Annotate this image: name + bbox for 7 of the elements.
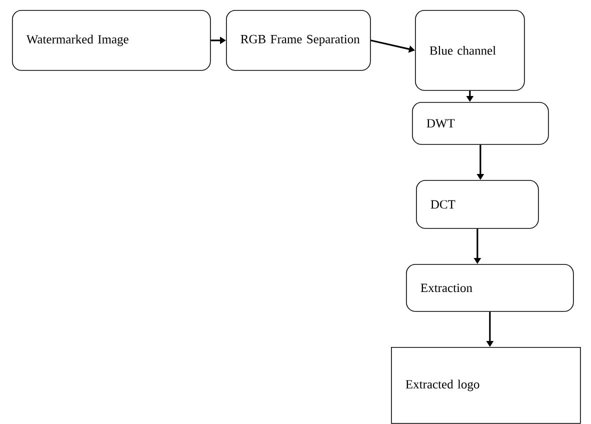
process-box: DWT — [412, 102, 549, 145]
process-box: Blue channel — [415, 10, 525, 91]
output-box: Extracted logo — [391, 347, 581, 424]
process-box: RGB Frame Separation — [226, 10, 371, 71]
process-box: Extraction — [406, 264, 574, 312]
process-box: DCT — [416, 180, 539, 229]
process-box: Watermarked Image — [12, 10, 211, 71]
